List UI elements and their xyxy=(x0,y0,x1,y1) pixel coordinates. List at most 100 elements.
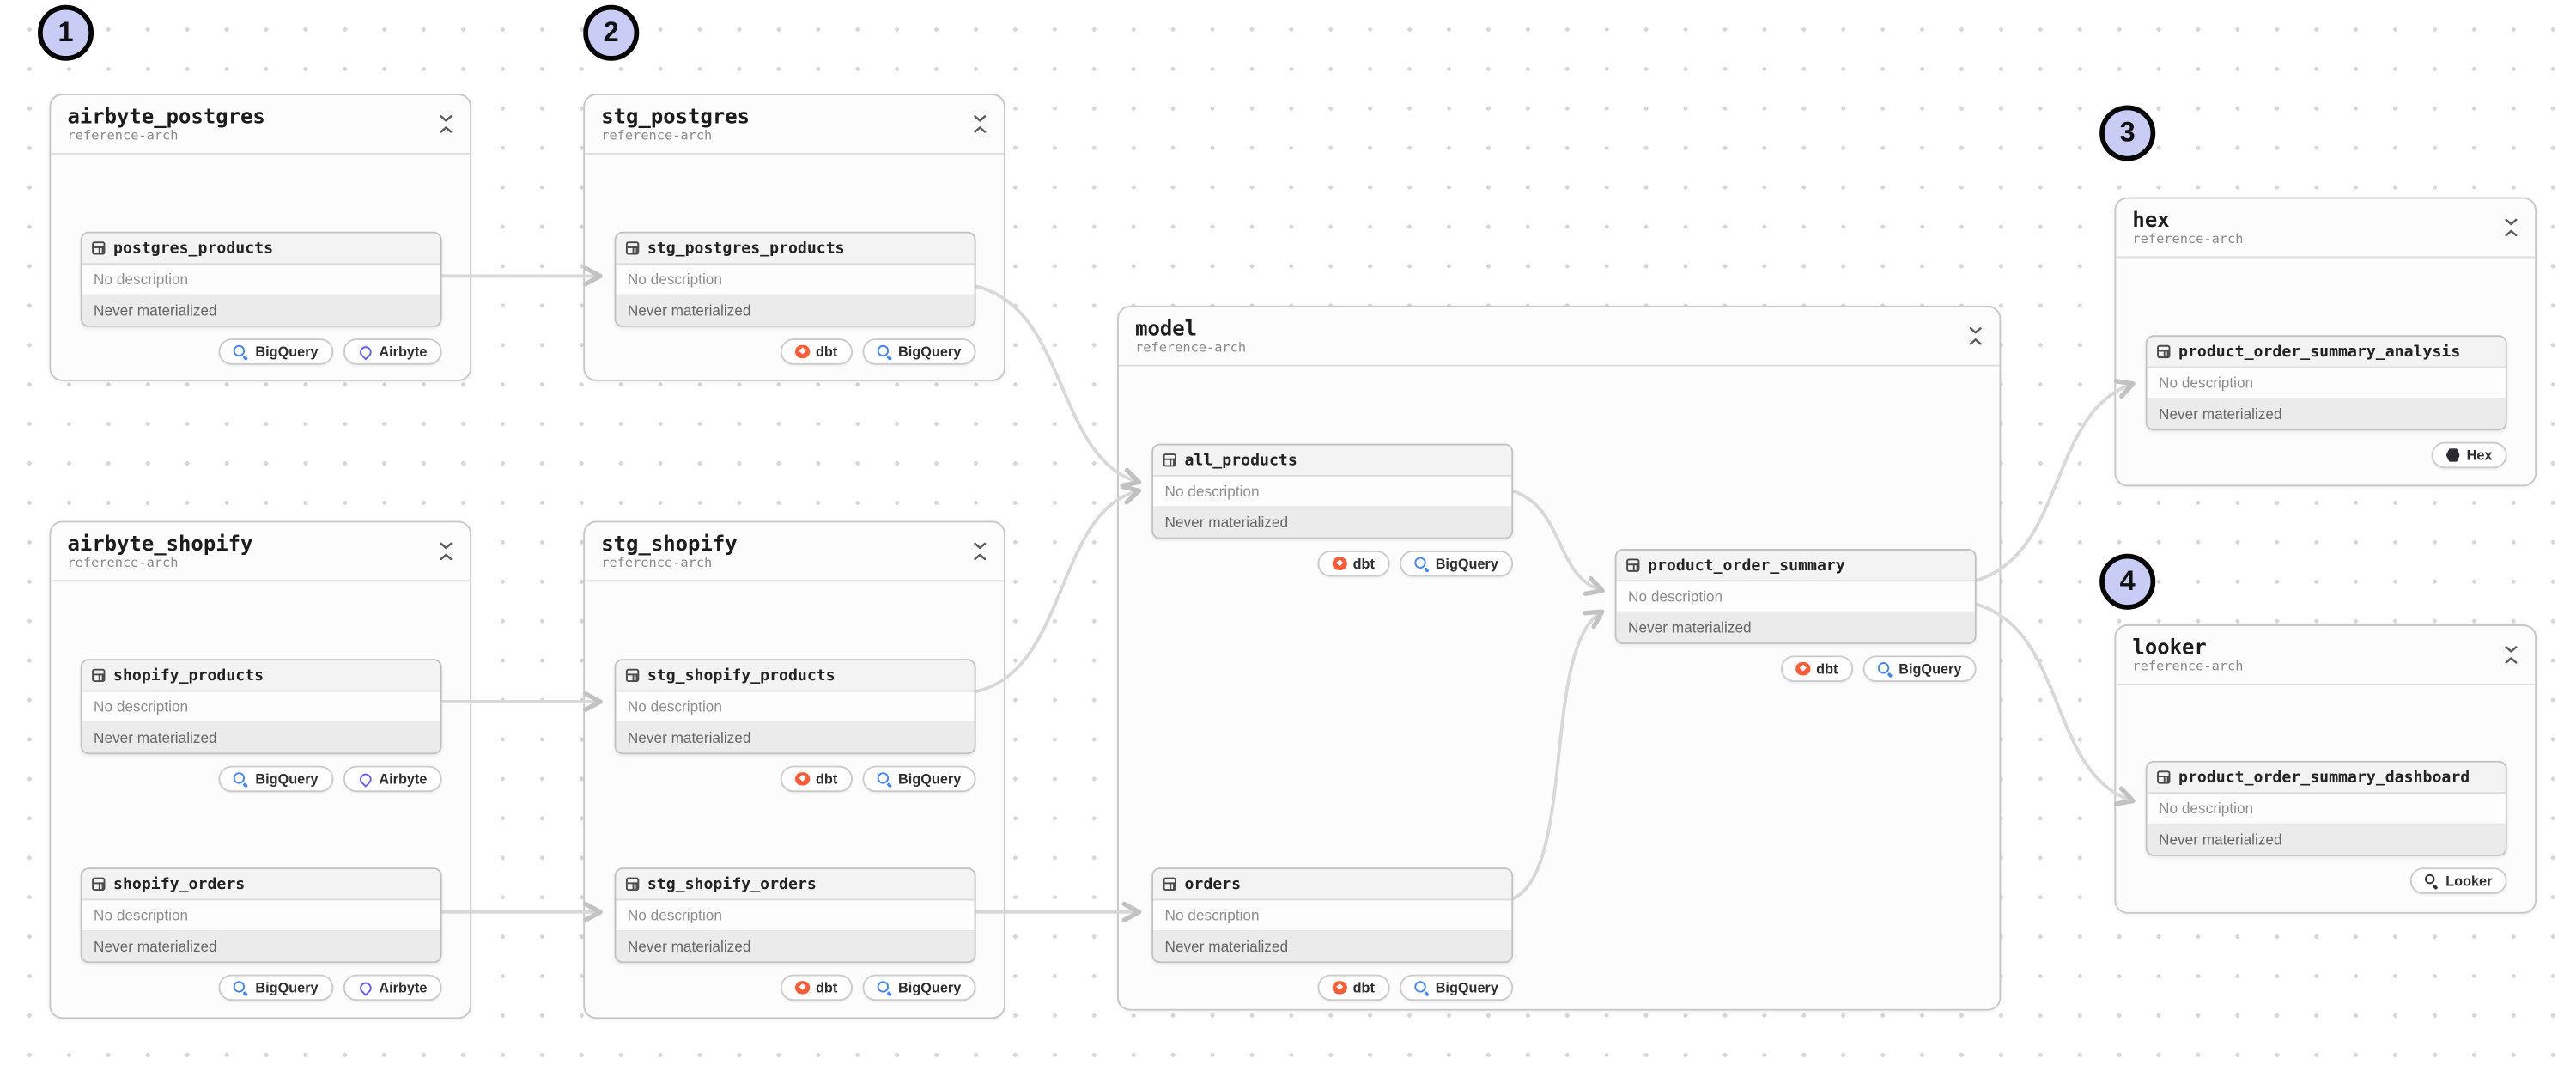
looker-icon xyxy=(2424,873,2439,888)
asset-product_order_summary_dashboard[interactable]: product_order_summary_dashboard No descr… xyxy=(2145,760,2507,894)
group-header[interactable]: model reference-arch xyxy=(1118,307,2000,367)
table-icon xyxy=(625,241,640,255)
asset-description: No description xyxy=(1153,900,1512,932)
badge-bigquery[interactable]: BigQuery xyxy=(1399,550,1514,577)
group-looker: looker reference-arch product_order_summ… xyxy=(2114,624,2537,914)
dbt-icon xyxy=(795,771,810,787)
group-header[interactable]: looker reference-arch xyxy=(2116,626,2536,685)
badge-dbt[interactable]: dbt xyxy=(780,974,853,1001)
table-icon xyxy=(1163,877,1176,891)
badge-dbt[interactable]: dbt xyxy=(1317,550,1390,577)
asset-status: Never materialized xyxy=(82,931,440,962)
bigquery-icon xyxy=(877,771,891,786)
group-header[interactable]: airbyte_postgres reference-arch xyxy=(51,95,471,155)
asset-stg_shopify_products[interactable]: stg_shopify_products No description Neve… xyxy=(614,659,976,793)
collapse-group-icon[interactable] xyxy=(1965,324,1984,347)
badge-label: BigQuery xyxy=(1899,660,1962,678)
asset-name: stg_shopify_products xyxy=(647,666,835,685)
group-subtitle: reference-arch xyxy=(601,128,713,143)
badge-dbt[interactable]: dbt xyxy=(780,338,853,365)
asset-description: No description xyxy=(1153,476,1512,508)
badge-dbt[interactable]: dbt xyxy=(1781,655,1853,683)
group-hex: hex reference-arch product_order_summary… xyxy=(2114,197,2537,487)
annotation-circle-3: 3 xyxy=(2099,105,2156,161)
badge-airbyte[interactable]: Airbyte xyxy=(343,765,442,793)
asset-shopify_products[interactable]: shopify_products No description Never ma… xyxy=(80,659,442,793)
group-stg_shopify: stg_shopify reference-arch stg_shopify_p… xyxy=(583,520,1005,1019)
badge-label: BigQuery xyxy=(898,770,962,788)
badge-bigquery[interactable]: BigQuery xyxy=(219,765,333,793)
collapse-group-icon[interactable] xyxy=(2500,216,2520,239)
airbyte-icon xyxy=(358,344,373,359)
collapse-group-icon[interactable] xyxy=(969,112,989,135)
table-icon xyxy=(1626,558,1640,572)
badge-label: BigQuery xyxy=(1435,979,1498,996)
bigquery-icon xyxy=(1413,556,1429,571)
group-header[interactable]: stg_shopify reference-arch xyxy=(585,522,1005,582)
bigquery-icon xyxy=(234,344,249,359)
bigquery-icon xyxy=(877,980,891,995)
badge-bigquery[interactable]: BigQuery xyxy=(861,974,976,1001)
asset-name: orders xyxy=(1184,874,1242,893)
group-subtitle: reference-arch xyxy=(67,555,179,570)
collapse-group-icon[interactable] xyxy=(435,539,455,563)
bigquery-icon xyxy=(877,344,891,359)
annotation-number: 1 xyxy=(58,16,74,48)
badge-label: BigQuery xyxy=(1435,555,1498,572)
group-subtitle: reference-arch xyxy=(67,128,179,143)
badge-dbt[interactable]: dbt xyxy=(1317,974,1390,1001)
group-title: airbyte_postgres xyxy=(67,103,265,129)
badge-label: dbt xyxy=(1816,660,1838,678)
asset-product_order_summary[interactable]: product_order_summary No description Nev… xyxy=(1614,549,1977,683)
badge-label: dbt xyxy=(1352,555,1375,572)
badge-airbyte[interactable]: Airbyte xyxy=(343,338,442,365)
badge-looker[interactable]: Looker xyxy=(2409,867,2507,894)
asset-product_order_summary_analysis[interactable]: product_order_summary_analysis No descri… xyxy=(2145,335,2507,469)
asset-shopify_orders[interactable]: shopify_orders No description Never mate… xyxy=(80,867,442,1001)
badge-bigquery[interactable]: BigQuery xyxy=(219,338,333,365)
asset-status: Never materialized xyxy=(2147,825,2506,855)
asset-description: No description xyxy=(2147,794,2506,825)
group-header[interactable]: hex reference-arch xyxy=(2116,199,2536,259)
asset-name: all_products xyxy=(1184,451,1297,470)
asset-orders[interactable]: orders No description Never materialized… xyxy=(1151,867,1514,1001)
collapse-group-icon[interactable] xyxy=(969,539,989,563)
group-title: airbyte_shopify xyxy=(67,530,253,556)
badge-bigquery[interactable]: BigQuery xyxy=(861,338,976,365)
group-header[interactable]: airbyte_shopify reference-arch xyxy=(51,522,471,582)
collapse-group-icon[interactable] xyxy=(435,112,455,135)
bigquery-icon xyxy=(1877,661,1892,676)
collapse-group-icon[interactable] xyxy=(2500,642,2520,666)
asset-status: Never materialized xyxy=(616,931,975,962)
airbyte-icon xyxy=(358,771,373,786)
asset-stg_postgres_products[interactable]: stg_postgres_products No description Nev… xyxy=(614,231,976,365)
asset-postgres_products[interactable]: postgres_products No description Never m… xyxy=(80,231,442,365)
group-subtitle: reference-arch xyxy=(2132,231,2244,246)
group-header[interactable]: stg_postgres reference-arch xyxy=(585,95,1005,155)
badge-dbt[interactable]: dbt xyxy=(780,765,853,793)
asset-description: No description xyxy=(616,265,975,296)
badge-bigquery[interactable]: BigQuery xyxy=(861,765,976,793)
badge-bigquery[interactable]: BigQuery xyxy=(219,974,333,1001)
table-icon xyxy=(92,241,106,255)
badge-label: dbt xyxy=(815,770,838,788)
asset-name: product_order_summary xyxy=(1648,556,1845,575)
annotation-circle-4: 4 xyxy=(2099,553,2156,610)
bigquery-icon xyxy=(234,980,249,995)
group-airbyte_shopify: airbyte_shopify reference-arch shopify_p… xyxy=(49,520,472,1019)
asset-all_products[interactable]: all_products No description Never materi… xyxy=(1151,443,1514,577)
asset-name: stg_postgres_products xyxy=(647,239,845,258)
dbt-icon xyxy=(795,980,810,995)
annotation-circle-1: 1 xyxy=(38,4,94,61)
group-title: model xyxy=(1135,315,1198,341)
badge-label: BigQuery xyxy=(255,979,319,996)
badge-bigquery[interactable]: BigQuery xyxy=(1399,974,1514,1001)
badge-bigquery[interactable]: BigQuery xyxy=(1862,655,1977,683)
badge-label: Airbyte xyxy=(379,770,428,788)
group-title: stg_shopify xyxy=(601,530,738,556)
badge-hex[interactable]: Hex xyxy=(2431,441,2507,469)
asset-stg_shopify_orders[interactable]: stg_shopify_orders No description Never … xyxy=(614,867,976,1001)
badge-airbyte[interactable]: Airbyte xyxy=(343,974,442,1001)
hex-icon xyxy=(2445,447,2460,463)
